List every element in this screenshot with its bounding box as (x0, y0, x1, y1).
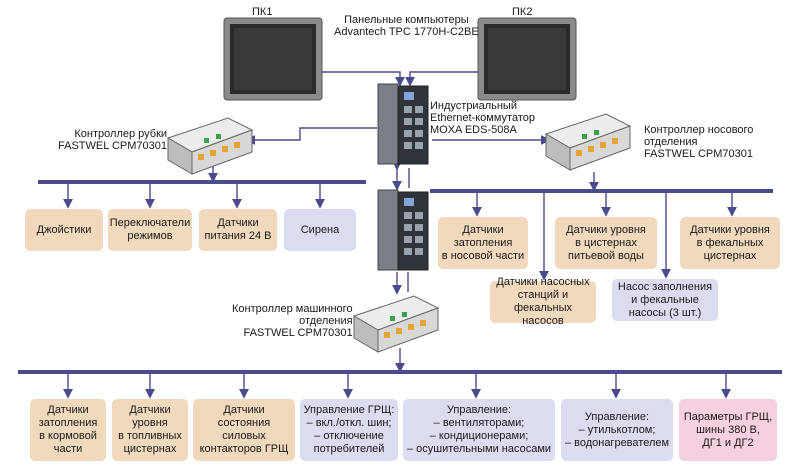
bow-box-flood-sensors: Датчики затопления в носовой части (438, 217, 528, 269)
bow-controller-line3: FASTWEL CPM70301 (644, 148, 754, 160)
engine-box-fuel-level: Датчики уровня в топливных цистернах (112, 399, 188, 461)
bridge-box-power-sensors: Датчики питания 24 В (199, 209, 277, 251)
bow-box-drinking-water-level: Датчики уровня в цистернах питьевой воды (555, 217, 657, 269)
bridge-box-joysticks: Джойстики (25, 209, 103, 251)
switch-caption: Индустриальный Ethernet-коммутатор MOXA … (430, 100, 535, 136)
pc-caption-line2: Advantech TPC 1770H-C2BE (334, 26, 479, 38)
ethernet-switch-icon (377, 83, 429, 165)
engine-box-boiler-control: Управление: – утилькотлом; – водонагрева… (561, 399, 673, 461)
engine-controller-line2: отделения (299, 315, 353, 327)
switch-caption-line1: Индустриальный (430, 100, 517, 112)
pc-caption-line1: Панельные компьютеры (344, 14, 469, 26)
pc1-label: ПК1 (252, 6, 273, 18)
engine-box-bus-parameters: Параметры ГРЩ, шины 380 В, ДГ1 и ДГ2 (679, 399, 777, 461)
bridge-box-mode-switches: Переключатели режимов (108, 209, 192, 251)
pc2-label: ПК2 (512, 6, 533, 18)
plc-controller-icon (352, 295, 440, 353)
engine-controller-caption: Контроллер машинного отделения FASTWEL C… (232, 303, 353, 339)
engine-box-mainboard-control: Управление ГРЩ: – вкл./откл. шин; – откл… (300, 399, 398, 461)
engine-controller-line3: FASTWEL CPM70301 (243, 327, 353, 339)
plc-controller-icon (166, 117, 254, 175)
bridge-controller-caption: Контроллер рубки FASTWEL CPM70301 (58, 128, 167, 152)
bow-controller-caption: Контроллер носового отделения FASTWEL CP… (644, 124, 753, 160)
panel-pc-icon (223, 17, 323, 101)
bow-box-sewage-level: Датчики уровня в фекальных цистернах (680, 217, 780, 269)
bow-controller-line2: отделения (644, 136, 698, 148)
pc-caption: Панельные компьютеры Advantech TPC 1770H… (334, 14, 479, 38)
bridge-box-siren: Сирена (284, 209, 356, 251)
bow-controller-line1: Контроллер носового (644, 124, 754, 136)
ethernet-switch-icon (377, 189, 429, 271)
engine-box-ventilation-control: Управление: – вентиляторами; – кондицион… (403, 399, 555, 461)
bridge-controller-line1: Контроллер рубки (74, 128, 168, 140)
switch-caption-line3: MOXA EDS-508A (430, 124, 517, 136)
panel-pc-icon (477, 17, 577, 101)
engine-box-contactor-status: Датчики состояния силовых контакторов ГР… (193, 399, 295, 461)
bow-box-pump-station-sensors: Датчики насосных станций и фекальных нас… (490, 276, 596, 327)
plc-controller-icon (544, 113, 632, 171)
engine-box-flood-sensors: Датчики затопления в кормовой части (30, 399, 106, 461)
bridge-controller-line2: FASTWEL CPM70301 (58, 140, 168, 152)
switch-caption-line2: Ethernet-коммутатор (430, 112, 535, 124)
engine-controller-line1: Контроллер машинного (232, 303, 353, 315)
bow-box-fill-pumps: Насос заполнения и фекальные насосы (3 ш… (612, 279, 718, 321)
